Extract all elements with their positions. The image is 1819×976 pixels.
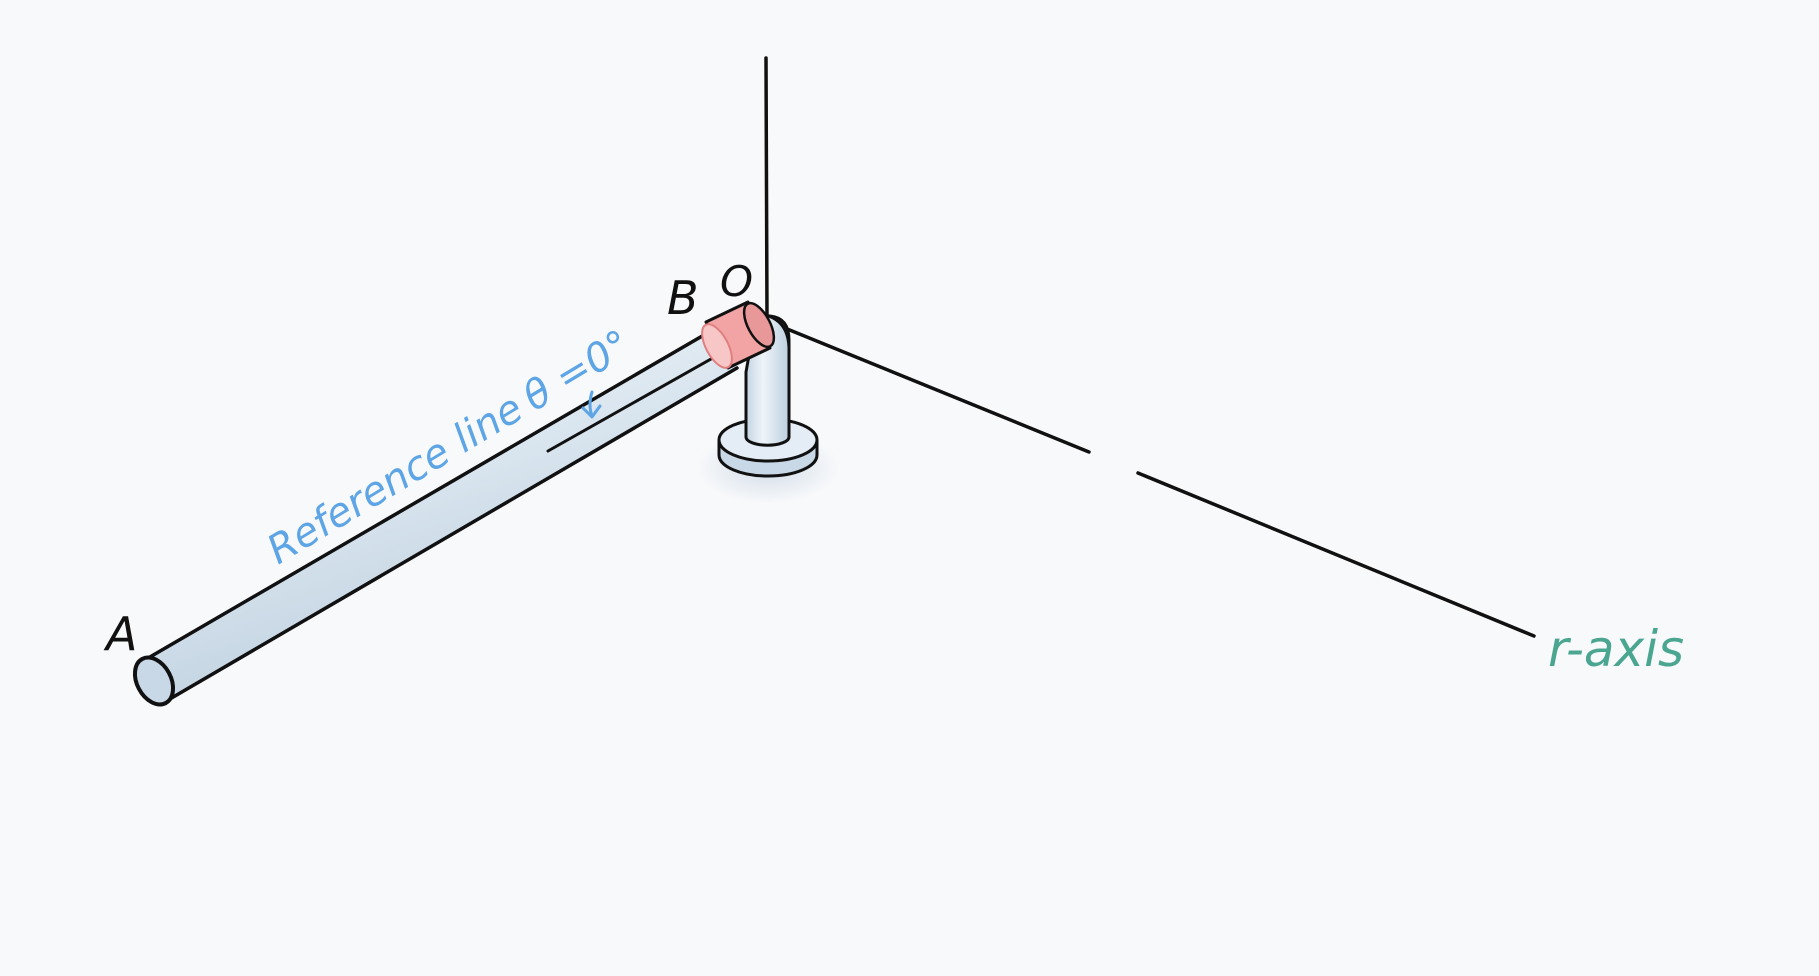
rod-ab [132, 326, 739, 707]
vertical-axis [764, 56, 769, 320]
reference-line [546, 344, 736, 453]
r-axis-line [768, 320, 1536, 638]
reference-arrow [581, 390, 602, 419]
label-point-b: B [667, 271, 699, 325]
label-point-o: O [720, 257, 753, 306]
label-r-axis: r-axis [1548, 620, 1684, 678]
label-point-a: A [103, 607, 137, 661]
rod-end-a [132, 655, 176, 707]
collar-b [701, 300, 776, 370]
